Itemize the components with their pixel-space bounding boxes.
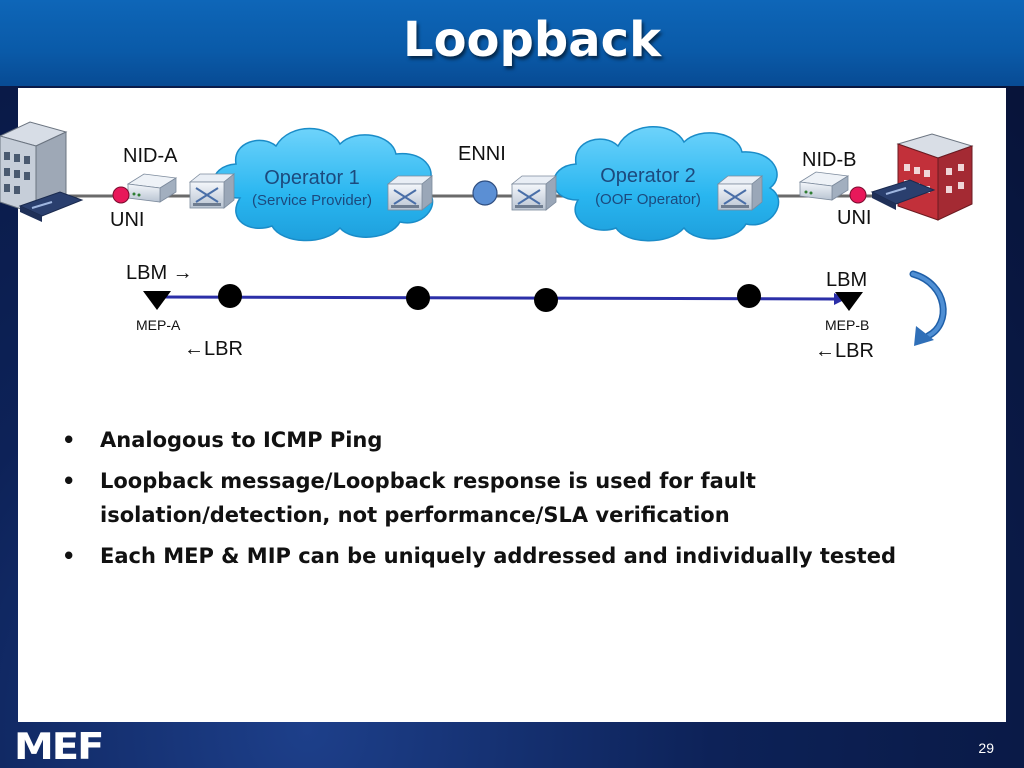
nid-a-label: NID-A [123,145,178,167]
lbm-path-line [159,295,835,301]
bullet-text: Loopback message/Loopback response is us… [100,469,756,527]
mep-b-label: MEP-B [825,317,869,333]
slide-title: Loopback [402,12,662,68]
building-icon [870,133,974,221]
switch-icon [189,173,235,209]
enni-dot [472,180,498,206]
operator-2-role: (OOF Operator) [595,191,701,208]
operator-2-label: Operator 2 [600,165,696,187]
bullet-list: • Analogous to ICMP Ping • Loopback messag… [60,423,960,580]
bullet-text: Each MEP & MIP can be uniquely addressed… [100,544,896,568]
uni-left-label: UNI [110,209,144,231]
bullet-marker: • [62,428,76,452]
uni-dot-right [849,186,867,204]
switch-icon [387,175,433,211]
mef-logo: MEF [14,725,104,768]
cloud-icon [213,127,434,242]
mip-dot-icon [406,286,430,310]
nid-b-label: NID-B [802,149,856,171]
lbm-left-label: LBM → [126,262,193,284]
switch-icon [717,175,763,211]
loopback-diagram: Operator 1 (Service Provider) Operator 2… [0,121,974,362]
enni-label: ENNI [458,143,506,165]
mip-dot-icon [534,288,558,312]
page-number: 29 [978,740,994,756]
operator-1-label: Operator 1 [264,167,360,189]
title-bar: Loopback [0,0,1024,86]
switch-icon [511,175,557,211]
bullet-item: • Loopback message/Loopback response is u… [60,464,960,532]
bullet-text: Analogous to ICMP Ping [100,428,383,452]
uni-right-label: UNI [837,207,871,229]
mep-a-label: MEP-A [136,317,181,333]
cloud-icon [553,126,780,242]
nid-device-icon [127,173,177,203]
lbr-left-label: ←LBR [184,338,243,360]
mip-dot-icon [218,284,242,308]
bullet-item: • Analogous to ICMP Ping [60,423,960,457]
operator-1-role: (Service Provider) [252,192,372,209]
mep-triangle-icon [835,292,863,311]
lbm-right-label: LBM [826,269,867,291]
loop-arrow-icon [909,270,947,346]
building-icon [0,121,84,222]
uni-dot-left [112,186,130,204]
bullet-item: • Each MEP & MIP can be uniquely addresse… [60,539,960,573]
lbr-right-label: ←LBR [815,340,874,362]
mep-triangle-icon [143,291,171,310]
bullet-marker: • [62,469,76,493]
lbm-arrowhead [834,293,846,305]
mip-dot-icon [737,284,761,308]
bullet-marker: • [62,544,76,568]
